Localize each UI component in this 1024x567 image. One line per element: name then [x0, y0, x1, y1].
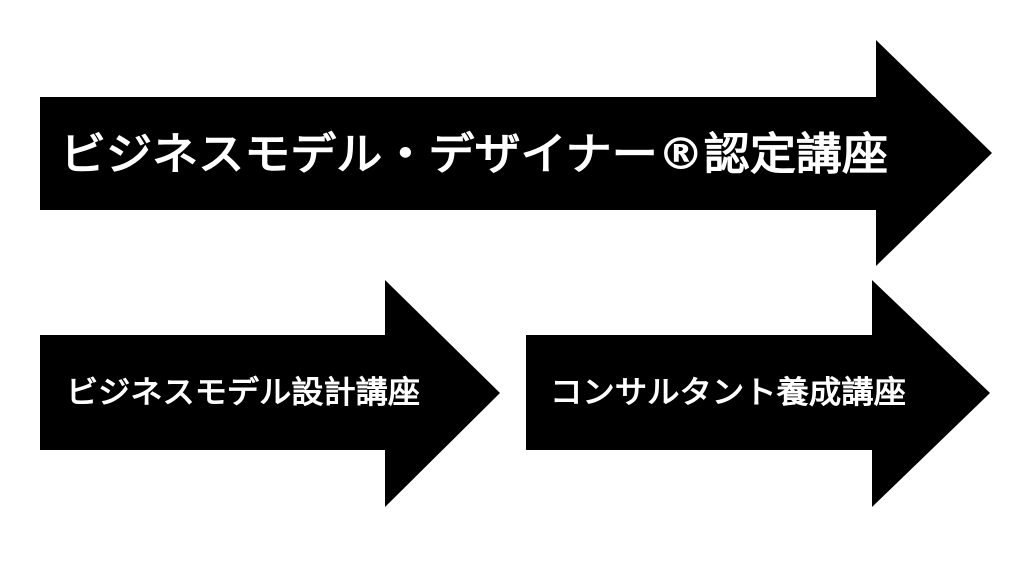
consultant-course-arrow: コンサルタント養成講座: [526, 280, 990, 507]
certification-course-label: ビジネスモデル・デザイナー®認定講座: [60, 129, 888, 180]
design-course-label: ビジネスモデル設計講座: [66, 375, 420, 411]
design-course-arrow: ビジネスモデル設計講座: [40, 280, 500, 507]
consultant-course-label: コンサルタント養成講座: [550, 375, 906, 411]
certification-arrow-shape: [40, 40, 992, 266]
certification-course-arrow: ビジネスモデル・デザイナー®認定講座: [40, 40, 992, 266]
consultant-arrow-shape: [526, 280, 990, 507]
design-arrow-shape: [40, 280, 500, 507]
